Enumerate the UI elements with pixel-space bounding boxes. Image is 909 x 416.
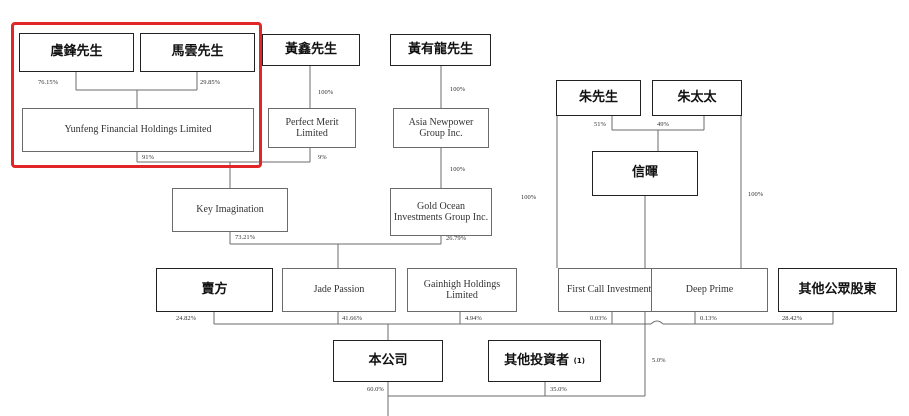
entity-yu-feng-label: 虞鋒先生 bbox=[50, 44, 103, 60]
highlight-rectangle bbox=[11, 22, 262, 168]
entity-huang-xin: 黃鑫先生 bbox=[262, 34, 360, 66]
pct-huang-xin: 100% bbox=[318, 89, 334, 96]
entity-key-imagination: Key Imagination bbox=[172, 188, 288, 232]
pct-yunfeng-key: 91% bbox=[142, 154, 154, 161]
entity-zhu-xiansheng-label: 朱先生 bbox=[578, 89, 618, 105]
entity-other-investors-label: 其他投資者 bbox=[504, 352, 570, 368]
entity-other-public: 其他公眾股東 bbox=[778, 268, 897, 312]
entity-yunfeng-financial: Yunfeng Financial Holdings Limited bbox=[22, 108, 254, 152]
entity-company: 本公司 bbox=[333, 340, 443, 382]
entity-company-label: 本公司 bbox=[368, 352, 408, 368]
pct-key-jade: 73.21% bbox=[235, 234, 256, 241]
pct-zhu-xs: 51% bbox=[594, 121, 606, 128]
pct-company: 60.0% bbox=[367, 386, 384, 393]
entity-zhu-xiansheng: 朱先生 bbox=[556, 80, 641, 116]
entity-xinhui-label: 信暉 bbox=[631, 165, 658, 181]
footnote-marker: (1) bbox=[573, 356, 585, 365]
entity-key-imagination-label: Key Imagination bbox=[196, 204, 264, 216]
entity-perfect-merit: Perfect Merit Limited bbox=[268, 108, 356, 148]
entity-maifang-label: 賣方 bbox=[201, 281, 228, 297]
pct-ma-yun: 29.85% bbox=[200, 79, 221, 86]
entity-other-investors: 其他投資者 (1) bbox=[488, 340, 601, 382]
entity-jade-passion: Jade Passion bbox=[282, 268, 396, 312]
entity-asia-newpower: Asia Newpower Group Inc. bbox=[393, 108, 489, 148]
entity-perfect-merit-label: Perfect Merit Limited bbox=[285, 116, 339, 140]
entity-ma-yun: 馬雲先生 bbox=[140, 33, 255, 72]
entity-maifang: 賣方 bbox=[156, 268, 273, 312]
pct-other-investors: 35.0% bbox=[550, 386, 567, 393]
entity-gold-ocean-label: Gold Ocean Investments Group Inc. bbox=[393, 200, 489, 224]
pct-gold-jade: 26.79% bbox=[446, 235, 467, 242]
entity-deep-prime: Deep Prime bbox=[651, 268, 768, 312]
pct-yu-feng: 76.15% bbox=[38, 79, 59, 86]
pct-gainhigh: 4.94% bbox=[465, 315, 482, 322]
entity-deep-prime-label: Deep Prime bbox=[685, 284, 734, 296]
pct-asia-gold: 100% bbox=[450, 166, 466, 173]
entity-huang-xin-label: 黃鑫先生 bbox=[284, 41, 337, 57]
pct-public: 28.42% bbox=[782, 315, 803, 322]
entity-gold-ocean: Gold Ocean Investments Group Inc. bbox=[390, 188, 492, 236]
entity-first-call: First Call Investments bbox=[558, 268, 664, 312]
entity-zhu-taitai: 朱太太 bbox=[652, 80, 742, 116]
pct-maifang: 24.82% bbox=[176, 315, 197, 322]
entity-first-call-label: First Call Investments bbox=[566, 284, 656, 296]
entity-ma-yun-label: 馬雲先生 bbox=[171, 44, 224, 60]
pct-zhu-deep-prime: 100% bbox=[748, 191, 764, 198]
entity-gainhigh-label: Gainhigh Holdings Limited bbox=[423, 278, 501, 302]
entity-xinhui: 信暉 bbox=[592, 151, 698, 196]
pct-perfect-key: 9% bbox=[318, 154, 327, 161]
pct-zhu-first-call: 100% bbox=[521, 194, 537, 201]
entity-huang-youlong: 黃有龍先生 bbox=[390, 34, 491, 66]
pct-huang-youlong: 100% bbox=[450, 86, 466, 93]
pct-xinhui: 5.0% bbox=[652, 357, 666, 364]
entity-other-public-label: 其他公眾股東 bbox=[798, 281, 877, 297]
entity-huang-youlong-label: 黃有龍先生 bbox=[407, 41, 473, 57]
entity-yunfeng-financial-label: Yunfeng Financial Holdings Limited bbox=[64, 124, 212, 136]
entity-zhu-taitai-label: 朱太太 bbox=[677, 89, 717, 105]
pct-zhu-tt: 49% bbox=[657, 121, 669, 128]
pct-jade: 41.66% bbox=[342, 315, 363, 322]
entity-jade-passion-label: Jade Passion bbox=[313, 284, 365, 296]
entity-yu-feng: 虞鋒先生 bbox=[19, 33, 134, 72]
entity-asia-newpower-label: Asia Newpower Group Inc. bbox=[408, 116, 474, 140]
entity-gainhigh: Gainhigh Holdings Limited bbox=[407, 268, 517, 312]
pct-first-call: 0.03% bbox=[590, 315, 607, 322]
pct-deep-prime: 0.13% bbox=[700, 315, 717, 322]
